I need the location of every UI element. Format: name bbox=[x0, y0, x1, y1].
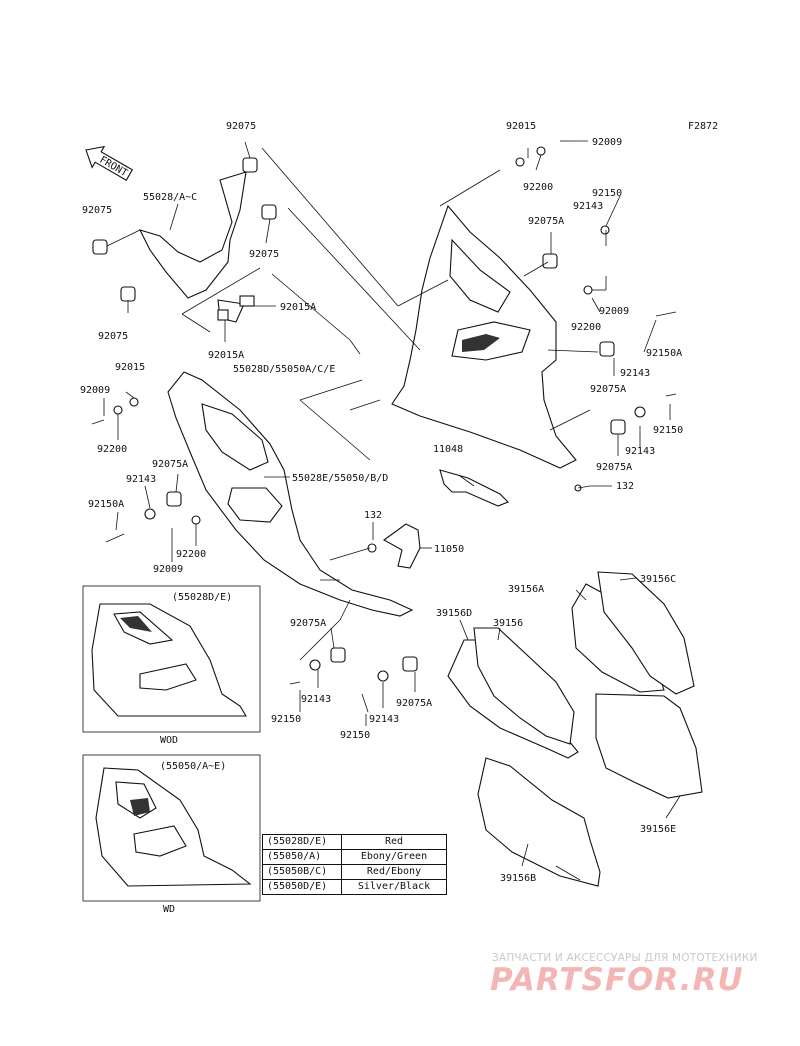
part-label: 92143 bbox=[573, 201, 603, 212]
pad-39156C bbox=[597, 571, 695, 695]
part-label: 55028E/55050/B/D bbox=[292, 473, 388, 484]
leader-lines bbox=[103, 140, 681, 881]
table-row: (55050B/C) Red/Ebony bbox=[262, 864, 447, 880]
part-label: 92075 bbox=[226, 121, 256, 132]
part-label: 55028D/55050A/C/E bbox=[233, 364, 335, 375]
inset-caption: WD bbox=[163, 904, 175, 915]
part-label: 92200 bbox=[523, 182, 553, 193]
part-label: 39156D bbox=[436, 608, 472, 619]
bracket-11050 bbox=[382, 523, 421, 569]
table-cell-color: Silver/Black bbox=[341, 879, 447, 895]
part-label: 39156B bbox=[500, 873, 536, 884]
part-label: 92075A bbox=[152, 459, 188, 470]
part-label: 92150 bbox=[653, 425, 683, 436]
part-label: 92143 bbox=[301, 694, 331, 705]
part-label: 92150 bbox=[271, 714, 301, 725]
table-cell-code: (55028D/E) bbox=[262, 834, 342, 850]
part-label: 92143 bbox=[625, 446, 655, 457]
part-label: 55028/A~C bbox=[143, 192, 197, 203]
part-labels: F2872 92075 55028/A~C 92075 92075 92075 … bbox=[80, 121, 718, 915]
inset-frame-wod bbox=[82, 585, 261, 733]
part-label: 92150A bbox=[646, 348, 682, 359]
table-row: (55050D/E) Silver/Black bbox=[262, 879, 447, 895]
part-label: 11048 bbox=[433, 444, 463, 455]
part-label: 92150A bbox=[88, 499, 124, 510]
part-label: 39156E bbox=[640, 824, 676, 835]
part-label: 92015A bbox=[208, 350, 244, 361]
part-label: 92075 bbox=[82, 205, 112, 216]
part-label: 92075A bbox=[290, 618, 326, 629]
part-label: 92009 bbox=[599, 306, 629, 317]
part-label: 39156A bbox=[508, 584, 544, 595]
pad-39156E bbox=[595, 693, 703, 799]
front-arrow-icon: FRONT bbox=[85, 145, 134, 181]
part-label: 92075 bbox=[249, 249, 279, 260]
inset-caption: WOD bbox=[160, 735, 178, 746]
part-label: 92143 bbox=[126, 474, 156, 485]
inset-code: (55050/A~E) bbox=[160, 761, 226, 772]
lower-cowl-window bbox=[201, 403, 269, 471]
table-cell-color: Red/Ebony bbox=[341, 864, 447, 880]
table-row: (55050/A) Ebony/Green bbox=[262, 849, 447, 865]
table-cell-color: Red bbox=[341, 834, 447, 850]
part-label: 39156 bbox=[493, 618, 523, 629]
figure-code: F2872 bbox=[688, 121, 718, 132]
part-label: 92009 bbox=[80, 385, 110, 396]
part-label: 132 bbox=[616, 481, 634, 492]
pad-39156 bbox=[473, 627, 575, 745]
pad-39156B bbox=[477, 757, 601, 887]
part-label: 92075A bbox=[590, 384, 626, 395]
inset-drawing-wod bbox=[91, 603, 247, 717]
color-code-table: (55028D/E) Red (55050/A) Ebony/Green (55… bbox=[262, 834, 447, 895]
part-label: 92143 bbox=[369, 714, 399, 725]
part-label: 92015A bbox=[280, 302, 316, 313]
part-label: 11050 bbox=[434, 544, 464, 555]
part-label: 92075 bbox=[98, 331, 128, 342]
table-row: (55028D/E) Red bbox=[262, 834, 447, 850]
part-label: 92150 bbox=[592, 188, 622, 199]
part-label: 92015 bbox=[506, 121, 536, 132]
table-cell-code: (55050B/C) bbox=[262, 864, 342, 880]
part-label: 92200 bbox=[97, 444, 127, 455]
part-label: 92150 bbox=[340, 730, 370, 741]
inset-frame-wd bbox=[82, 754, 261, 902]
inset-code: (55028D/E) bbox=[172, 592, 232, 603]
part-label: 92009 bbox=[592, 137, 622, 148]
part-label: 39156C bbox=[640, 574, 676, 585]
part-label: 92075A bbox=[528, 216, 564, 227]
part-label: 92143 bbox=[620, 368, 650, 379]
watermark-logo: PARTSFOR.RU bbox=[490, 962, 744, 998]
middle-cowl-inner-panel bbox=[449, 238, 511, 313]
inset-drawing-wd bbox=[95, 767, 252, 887]
table-cell-code: (55050D/E) bbox=[262, 879, 342, 895]
part-label: 92200 bbox=[571, 322, 601, 333]
lower-cowl-duct bbox=[227, 487, 283, 523]
watermark-tagline: ЗАПЧАСТИ И АКСЕССУАРЫ ДЛЯ МОТОТЕХНИКИ bbox=[492, 952, 758, 964]
part-label: 92075A bbox=[596, 462, 632, 473]
part-label: 92015 bbox=[115, 362, 145, 373]
part-label: 92200 bbox=[176, 549, 206, 560]
table-cell-code: (55050/A) bbox=[262, 849, 342, 865]
grommet-set bbox=[92, 146, 646, 682]
screw-set bbox=[91, 140, 677, 713]
part-label: 132 bbox=[364, 510, 382, 521]
inner-cover-upper bbox=[138, 171, 247, 299]
part-label: 92009 bbox=[153, 564, 183, 575]
part-label: 92075A bbox=[396, 698, 432, 709]
bracket-11048 bbox=[439, 469, 509, 507]
middle-cowl-vent-shade bbox=[462, 334, 500, 352]
table-cell-color: Ebony/Green bbox=[341, 849, 447, 865]
